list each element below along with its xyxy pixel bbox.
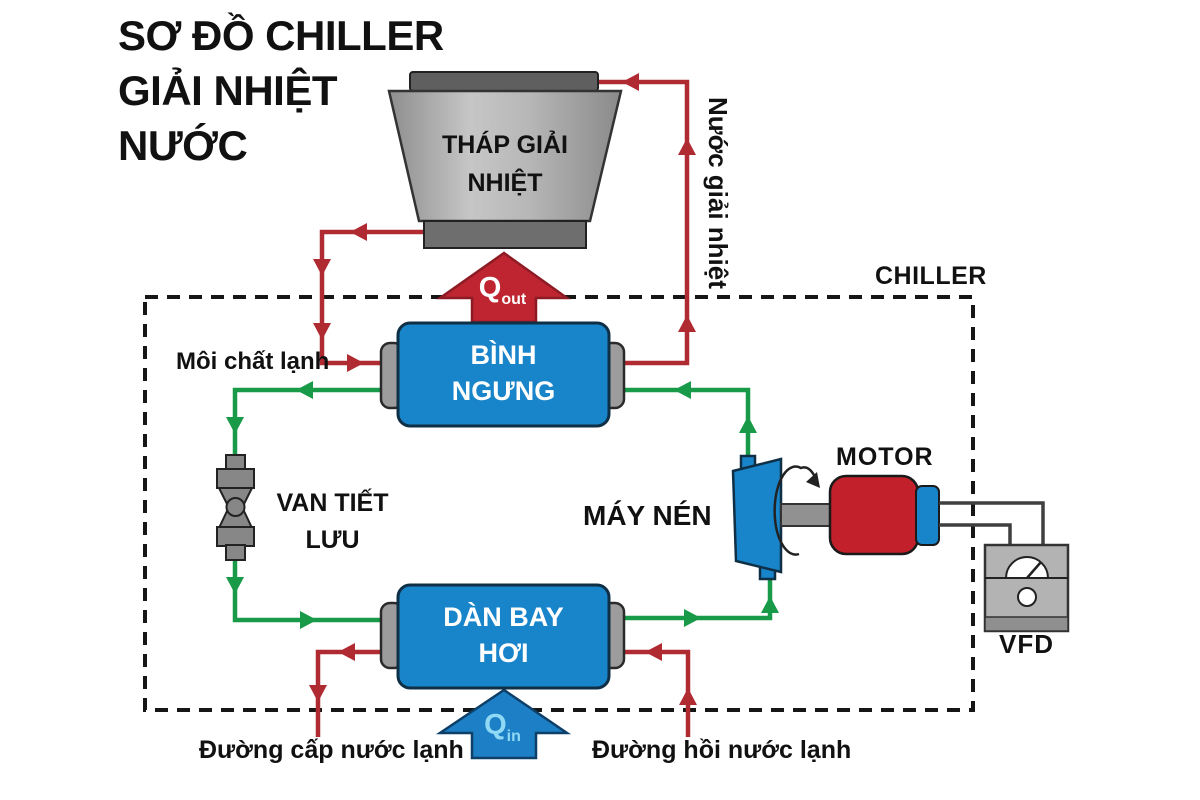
condenser-body xyxy=(396,321,611,428)
refrigerant-flow-label: Môi chất lạnh xyxy=(176,348,330,375)
heat-in-label: Qin xyxy=(484,709,521,745)
expansion-valve xyxy=(216,454,255,561)
motor-body xyxy=(828,474,920,556)
flow-arrow-up xyxy=(678,138,696,155)
flow-arrow-right xyxy=(300,611,317,629)
flow-arrow-down xyxy=(226,417,244,434)
flow-arrow-left xyxy=(296,381,313,399)
vfd-gauge xyxy=(1004,556,1050,579)
chiller-box-label: CHILLER xyxy=(875,262,987,290)
evaporator-body xyxy=(396,583,611,690)
flow-arrow-up xyxy=(678,315,696,332)
cooling-tower-label: THÁP GIẢI NHIỆT xyxy=(442,131,568,197)
flow-arrow-left xyxy=(350,223,367,241)
vfd-base-strip xyxy=(984,616,1069,632)
power-wire-top xyxy=(939,501,1045,545)
flow-arrow-left xyxy=(622,73,639,91)
tower-body xyxy=(387,89,623,223)
condenser-vessel xyxy=(379,321,626,428)
power-wire-bottom xyxy=(939,523,1012,545)
evaporator-vessel xyxy=(379,583,626,690)
chilled-water-pipes xyxy=(309,643,697,737)
flow-arrow-down xyxy=(313,259,331,276)
motor-assembly xyxy=(773,465,1045,556)
flow-arrow-down xyxy=(313,323,331,340)
compressor-label: MÁY NÉN xyxy=(583,500,712,531)
chilled-water-supply-label: Đường cấp nước lạnh xyxy=(199,736,464,764)
refrigerant-pipes xyxy=(226,381,779,629)
expansion-valve-label: VAN TIẾT LƯU xyxy=(276,489,389,554)
flow-arrow-right xyxy=(684,609,701,627)
compressor-body xyxy=(731,457,783,574)
flow-arrow-left xyxy=(338,643,355,661)
cooling-water-pipes xyxy=(313,73,696,372)
vfd-knob xyxy=(1017,587,1037,607)
flow-arrow-up xyxy=(739,416,757,433)
flow-arrow-down xyxy=(226,577,244,594)
vfd-unit xyxy=(983,543,1070,633)
cooling-tower xyxy=(387,71,623,249)
flow-arrow-up xyxy=(761,596,779,613)
title-line: GIẢI NHIỆT xyxy=(118,67,338,114)
cooling-water-flow-label: Nước giải nhiệt xyxy=(703,97,733,289)
flow-arrow-right xyxy=(347,354,364,372)
flow-arrow-down xyxy=(309,685,327,702)
title-line: SƠ ĐỒ CHILLER xyxy=(118,12,444,59)
heat-in-arrow xyxy=(435,688,572,760)
compressor xyxy=(731,454,783,581)
vfd-label: VFD xyxy=(999,629,1054,659)
heat-out-label: Qout xyxy=(478,272,527,308)
rotation-arrowhead xyxy=(806,472,820,488)
chilled-water-return-label: Đường hồi nước lạnh xyxy=(592,736,852,764)
flow-arrow-up xyxy=(679,688,697,705)
evaporator-label: DÀN BAY HƠI xyxy=(443,602,564,668)
vfd-gauge-needle xyxy=(1026,561,1042,579)
page-title: SƠ ĐỒ CHILLER GIẢI NHIỆT NƯỚC xyxy=(118,8,444,173)
title-line: NƯỚC xyxy=(118,122,248,169)
flow-arrow-left xyxy=(645,643,662,661)
flow-arrow-left xyxy=(674,381,691,399)
drive-shaft xyxy=(780,503,833,527)
tower-base xyxy=(423,220,587,249)
rotation-arrow xyxy=(773,465,817,556)
motor-label: MOTOR xyxy=(836,443,934,471)
condenser-label: BÌNH NGƯNG xyxy=(451,340,556,406)
motor-end-cap xyxy=(915,485,940,546)
